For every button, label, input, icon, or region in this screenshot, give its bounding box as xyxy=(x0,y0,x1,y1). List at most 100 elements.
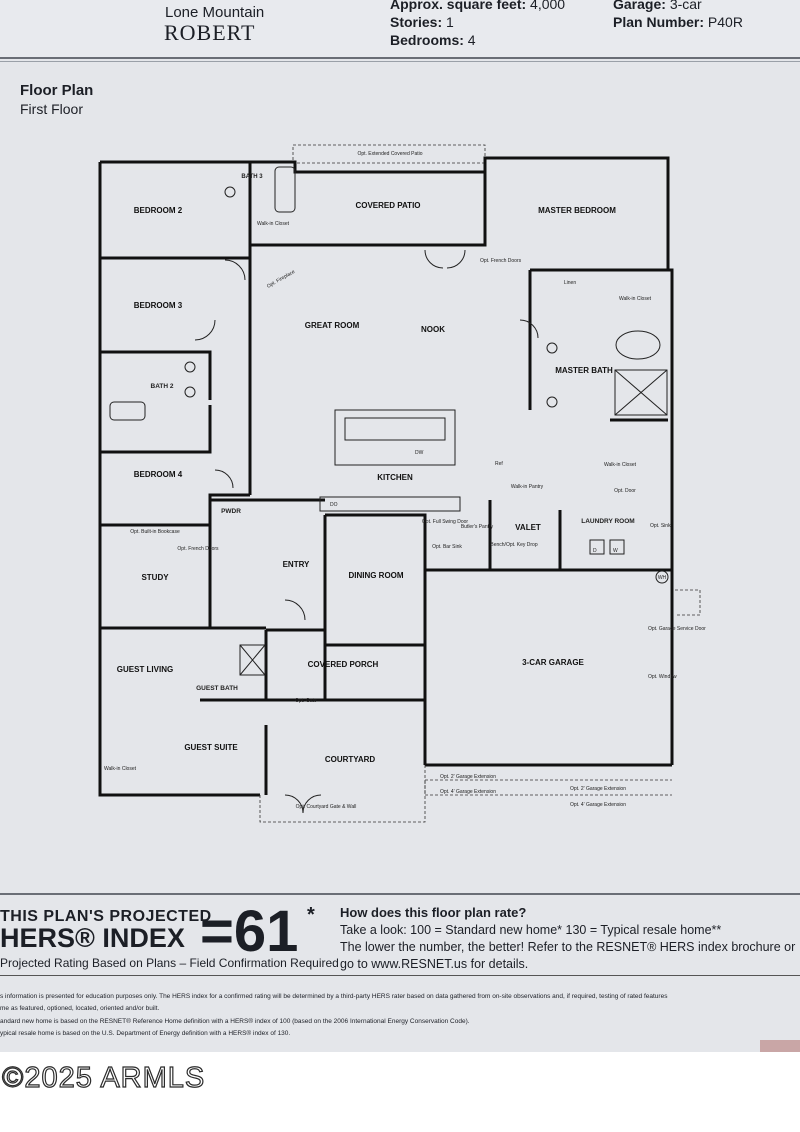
great-room-north-wall xyxy=(250,158,487,247)
plan-number-value: P40R xyxy=(707,14,743,30)
plan-name: ROBERT xyxy=(164,20,256,45)
west-wall xyxy=(98,162,260,797)
hers-lower-better: The lower the number, the better! Refer … xyxy=(340,940,796,954)
hers-rate-question: How does this floor plan rate? xyxy=(340,905,527,920)
hers-index-label: HERS® INDEX xyxy=(0,923,185,953)
label-opt-fireplace: Opt. Fireplace xyxy=(266,269,296,290)
master-tub xyxy=(615,330,661,360)
label-guest-living: GUEST LIVING xyxy=(117,665,173,674)
bottom-margin xyxy=(0,1052,800,1132)
dining-north-wall xyxy=(325,513,427,570)
courtyard-gate xyxy=(284,794,322,814)
master-shower xyxy=(614,369,668,416)
label-bath3: BATH 3 xyxy=(241,174,263,180)
hers-projected-note: Projected Rating Based on Plans – Field … xyxy=(0,956,339,970)
garage-value: 3-car xyxy=(669,0,702,12)
label-garage-ext-2-left: Opt. 2' Garage Extension xyxy=(440,774,496,780)
bedroom3-door xyxy=(194,319,216,341)
kitchen-counter xyxy=(319,496,461,512)
sqft-value: 4,000 xyxy=(530,0,566,12)
label-butlers-pantry: Butler's Pantry xyxy=(461,524,494,530)
mls-watermark: ©2025 ARMLS xyxy=(1,1061,206,1094)
label-pwdr: PWDR xyxy=(221,508,241,515)
hers-top-rule xyxy=(0,893,800,895)
fine-print-2: me as featured, optioned, located, orien… xyxy=(0,1005,160,1012)
label-ref: Ref xyxy=(495,461,503,467)
label-wh: WH xyxy=(658,575,667,581)
kitchen-island xyxy=(334,409,456,466)
label-kitchen: KITCHEN xyxy=(377,473,413,482)
label-opt-bar-sink: Opt. Bar Sink xyxy=(432,544,462,550)
garage-ext-4ft-line xyxy=(424,780,672,796)
label-dryer: D xyxy=(593,548,597,554)
label-walkin-closet3: Walk-in Closet xyxy=(104,766,137,772)
label-master-walkin: Walk-in Closet xyxy=(619,296,652,302)
label-guest-bath: GUEST BATH xyxy=(196,685,238,692)
hers-take-a-look: Take a look: 100 = Standard new home* 13… xyxy=(340,923,722,937)
bath3-sink xyxy=(224,186,236,198)
bath2-tub xyxy=(109,401,146,421)
bedroom2-south-wall xyxy=(100,248,252,260)
label-bedroom3: BEDROOM 3 xyxy=(134,301,183,310)
stories-value: 1 xyxy=(446,14,454,30)
label-opt-swing-door: Opt. Full Swing Door xyxy=(422,519,468,525)
bedroom2-door xyxy=(224,259,246,281)
master-bedroom-door xyxy=(519,319,539,339)
label-opt-gate: Opt. Gate xyxy=(295,698,317,704)
label-opt-bookcase: Opt. Built-in Bookcase xyxy=(130,529,180,535)
nook-french-doors xyxy=(424,249,466,269)
floor-plan-drawing: Opt. Extended Covered Patio xyxy=(98,144,706,823)
fine-print-1: s information is presented for education… xyxy=(0,993,668,1000)
bath3-tub xyxy=(274,166,296,213)
label-garage-ext-4-left: Opt. 4' Garage Extension xyxy=(440,789,496,795)
label-bedroom2: BEDROOM 2 xyxy=(134,206,183,215)
dryer xyxy=(589,539,605,555)
bath2-south-wall xyxy=(100,405,212,454)
label-opt-garage-door: Opt. Garage Service Door xyxy=(648,626,706,632)
fine-print-4: ypical resale home is based on the U.S. … xyxy=(0,1030,291,1037)
sheet-header xyxy=(0,0,800,58)
corner-tab xyxy=(760,1040,800,1052)
label-master-bath: MASTER BATH xyxy=(555,366,613,375)
bedroom4-south-wall xyxy=(100,493,250,527)
label-walkin-closet2: Walk-in Closet xyxy=(604,462,637,468)
label-nook: NOOK xyxy=(421,325,445,334)
label-bath2: BATH 2 xyxy=(151,383,174,390)
bedroom3-south-wall xyxy=(100,350,212,400)
hers-resnet-link: go to www.RESNET.us for details. xyxy=(340,957,529,971)
label-do: DO xyxy=(330,502,338,508)
label-master-bedroom: MASTER BEDROOM xyxy=(538,206,616,215)
fine-print-3: andard new home is based on the RESNET® … xyxy=(0,1018,470,1025)
courtyard-wall-dashed xyxy=(259,780,426,823)
label-garage-ext-2-right: Opt. 2' Garage Extension xyxy=(570,786,626,792)
label-washer: W xyxy=(613,548,618,554)
label-courtyard: COURTYARD xyxy=(325,755,376,764)
label-bedroom4: BEDROOM 4 xyxy=(134,470,183,479)
bedroom4-door xyxy=(214,469,234,489)
hers-index-value: =61 xyxy=(200,899,299,964)
label-bath3-closet: Walk-in Closet xyxy=(257,221,290,227)
label-study: STUDY xyxy=(141,573,169,582)
bedrooms-spec: Bedrooms: 4 xyxy=(390,32,476,48)
label-opt-sink: Opt. Sink xyxy=(650,523,671,529)
opt-extended-patio-outline xyxy=(292,144,486,164)
label-walkin-pantry: Walk-in Pantry xyxy=(511,484,544,490)
header-rule-secondary xyxy=(0,61,800,62)
east-wall xyxy=(668,268,674,765)
label-dw: DW xyxy=(415,450,424,456)
hers-asterisk: * xyxy=(307,904,315,926)
label-guest-suite: GUEST SUITE xyxy=(184,743,238,752)
floor-plan-sheet: Lone Mountain ROBERT Approx. square feet… xyxy=(0,0,800,1052)
washer xyxy=(609,539,625,555)
guest-bath-east-wall xyxy=(266,645,327,702)
master-sink-2 xyxy=(546,396,558,408)
master-shower-cross xyxy=(614,369,668,416)
label-opt-door: Opt. Door xyxy=(614,488,636,494)
plan-number-spec: Plan Number: P40R xyxy=(613,14,743,30)
master-sink-1 xyxy=(546,342,558,354)
hers-heading: THIS PLAN'S PROJECTED xyxy=(0,908,212,925)
sqft-spec: Approx. square feet: 4,000 xyxy=(390,0,565,12)
floor-plan-subtitle: First Floor xyxy=(20,101,83,117)
opt-service-door-outline xyxy=(675,589,701,616)
label-opt-courtyard-gate: Opt. Courtyard Gate & Wall xyxy=(296,804,357,810)
